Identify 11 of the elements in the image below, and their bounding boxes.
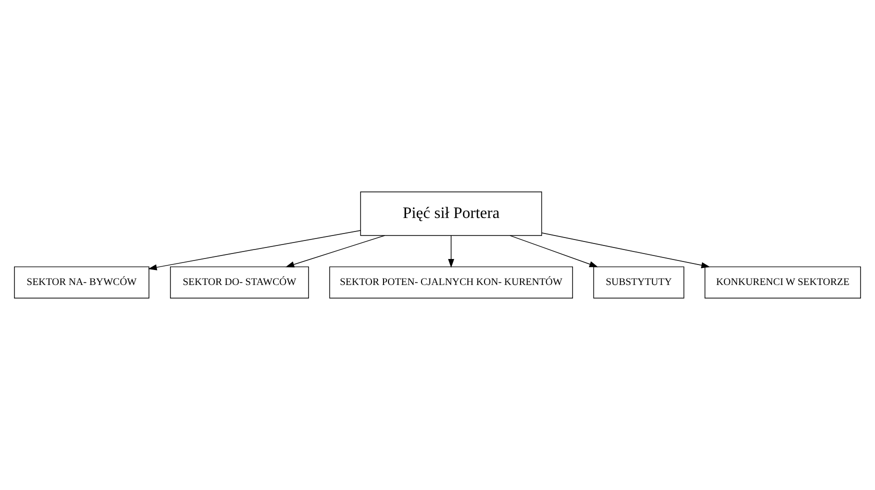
- node-box: Pięć sił Portera: [360, 192, 542, 236]
- node-box: SEKTOR DO- STAWCÓW: [170, 266, 309, 298]
- arrow: [541, 232, 710, 268]
- arrow: [148, 230, 361, 270]
- arrow: [285, 235, 386, 268]
- node-box: KONKURENCI W SEKTORZE: [704, 266, 861, 298]
- node-box: SEKTOR NA- BYWCÓW: [14, 266, 150, 298]
- arrow: [510, 235, 598, 268]
- node-box: SUBSTYTUTY: [593, 266, 684, 298]
- arrow: [448, 235, 454, 268]
- node-box: SEKTOR POTEN- CJALNYCH KON- KURENTÓW: [329, 266, 573, 298]
